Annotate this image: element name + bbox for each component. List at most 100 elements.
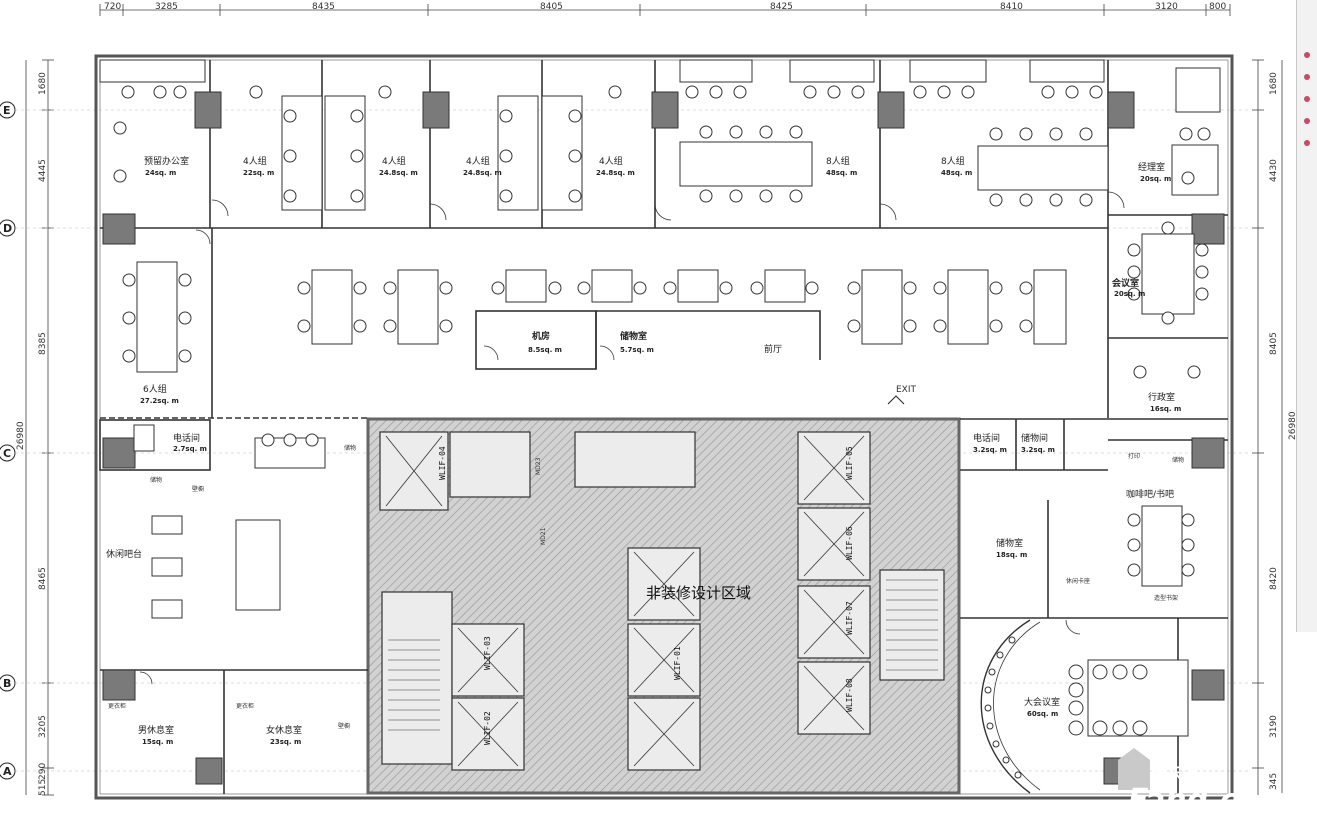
building-outline: [94, 54, 1234, 800]
exit-sign: EXIT: [896, 385, 917, 395]
room-name-women-lounge: 女休息室: [266, 724, 302, 736]
room-area-reserved-office: 24sq. m: [145, 169, 176, 177]
note-bookshelf: 造型书架: [1154, 594, 1178, 602]
room-area-server: 8.5sq. m: [528, 346, 562, 354]
lift-label-8: WLIF-08: [845, 678, 854, 712]
room-area-conference: 60sq. m: [1027, 710, 1058, 718]
core-door-label-1: MD23: [535, 457, 542, 475]
right-dimension-chain: [1252, 59, 1283, 795]
top-dimension-chain: [99, 4, 1231, 16]
dim-top-6: 3120: [1155, 2, 1178, 12]
dim-top-7: 800: [1209, 2, 1226, 12]
room-area-men-lounge: 15sq. m: [142, 738, 173, 746]
room-area-storage-small: 5.7sq. m: [620, 346, 654, 354]
panel-dot-icon: [1304, 96, 1310, 102]
lift-label-2: WLIF-03: [483, 636, 492, 670]
note-storage-1: 储物: [150, 476, 162, 484]
conference-curved-wall: [980, 619, 1031, 794]
room-name-server: 机房: [532, 330, 550, 342]
dim-right-1: 4430: [1269, 159, 1279, 182]
house-icon: [1118, 748, 1150, 790]
room-area-group-b: 24.8sq. m: [379, 169, 418, 177]
room-area-group-c: 24.8sq. m: [463, 169, 502, 177]
axis-label-e: E: [3, 104, 11, 117]
note-locker-women: 更衣柜: [236, 702, 254, 710]
room-name-phone-left: 电话间: [173, 432, 200, 444]
room-name-cafe: 咖啡吧/书吧: [1126, 488, 1174, 500]
room-name-phone-right: 电话间: [973, 432, 1000, 444]
axis-label-c: C: [3, 447, 11, 460]
room-name-group-a: 4人组: [243, 155, 267, 167]
room-name-reserved-office: 预留办公室: [144, 155, 189, 167]
lift-label-3: WLIF-02: [483, 711, 492, 745]
watermark-line1: 房天下: [1152, 764, 1200, 783]
room-name-men-lounge: 男休息室: [138, 724, 174, 736]
dim-left-5: 3205: [38, 715, 48, 738]
axis-label-b: B: [3, 677, 11, 690]
dim-top-4: 8425: [770, 2, 793, 12]
room-area-meeting: 20sq. m: [1114, 290, 1145, 298]
dim-left-1: 4445: [38, 159, 48, 182]
dim-right-3: 26980: [1288, 411, 1297, 440]
lift-label-6: WLIF-06: [845, 526, 854, 560]
dim-top-0: 720: [104, 2, 121, 12]
core-rooms: [379, 431, 945, 771]
room-area-group-d: 24.8sq. m: [596, 169, 635, 177]
exit-arrow-icon: [887, 395, 905, 405]
room-name-storage-small: 储物室: [620, 330, 647, 342]
room-name-group-f: 8人组: [941, 155, 965, 167]
core-label: 非装修设计区域: [646, 584, 751, 602]
lift-label-5: WLIF-05: [845, 446, 854, 480]
room-area-phone-left: 2.7sq. m: [173, 445, 207, 453]
room-name-storeroom: 储物间: [1021, 432, 1048, 444]
room-area-group-six: 27.2sq. m: [140, 397, 179, 405]
room-area-group-a: 22sq. m: [243, 169, 274, 177]
dim-left-3: 26980: [16, 421, 26, 450]
dim-right-6: 345: [1269, 773, 1279, 790]
room-name-storage-large: 储物室: [996, 537, 1023, 549]
axis-label-a: A: [3, 765, 12, 778]
note-closet-2: 壁橱: [192, 485, 204, 493]
room-name-conference: 大会议室: [1024, 696, 1060, 708]
watermark-line2: Fang.com: [1128, 783, 1289, 818]
panel-dot-icon: [1304, 118, 1310, 124]
dim-right-0: 1680: [1269, 72, 1279, 95]
room-area-storage-large: 18sq. m: [996, 551, 1027, 559]
note-locker-men: 更衣柜: [108, 702, 126, 710]
structural-columns: [102, 91, 1225, 785]
note-storage-3: 储物: [1172, 456, 1184, 464]
interior-walls: [99, 60, 1228, 794]
dim-right-4: 8420: [1269, 567, 1279, 590]
conference-curved-wall-inner: [993, 621, 1041, 791]
lift-label-1: WLIF-04: [438, 446, 447, 480]
room-name-leisure-bar: 休闲吧台: [106, 548, 142, 560]
room-name-group-c: 4人组: [466, 155, 490, 167]
dim-right-5: 3190: [1269, 715, 1279, 738]
room-name-group-b: 4人组: [382, 155, 406, 167]
dim-right-2: 8405: [1269, 332, 1279, 355]
conference-arc-seats: [984, 636, 1022, 779]
note-print: 打印: [1128, 452, 1140, 460]
dim-top-2: 8435: [312, 2, 335, 12]
stair-treads: [388, 579, 938, 731]
note-booth: 休闲卡座: [1066, 577, 1090, 585]
dim-left-6: 290: [38, 763, 48, 780]
dim-left-4: 8465: [38, 567, 48, 590]
room-area-women-lounge: 23sq. m: [270, 738, 301, 746]
dim-left-7: 515: [38, 779, 48, 796]
panel-dot-icon: [1304, 52, 1310, 58]
gym-equipment: [133, 424, 183, 619]
room-name-meeting: 会议室: [1112, 277, 1139, 289]
room-area-group-e: 48sq. m: [826, 169, 857, 177]
lift-crosses: [385, 435, 865, 767]
room-area-manager: 20sq. m: [1140, 175, 1171, 183]
core-door-label-2: MD21: [540, 527, 547, 545]
dim-left-2: 8385: [38, 332, 48, 355]
lift-label-7: WLIF-07: [845, 601, 854, 635]
dim-top-5: 8410: [1000, 2, 1023, 12]
room-area-admin: 16sq. m: [1150, 405, 1181, 413]
dim-top-3: 8405: [540, 2, 563, 12]
room-name-lobby: 前厅: [764, 343, 782, 355]
room-name-group-d: 4人组: [599, 155, 623, 167]
